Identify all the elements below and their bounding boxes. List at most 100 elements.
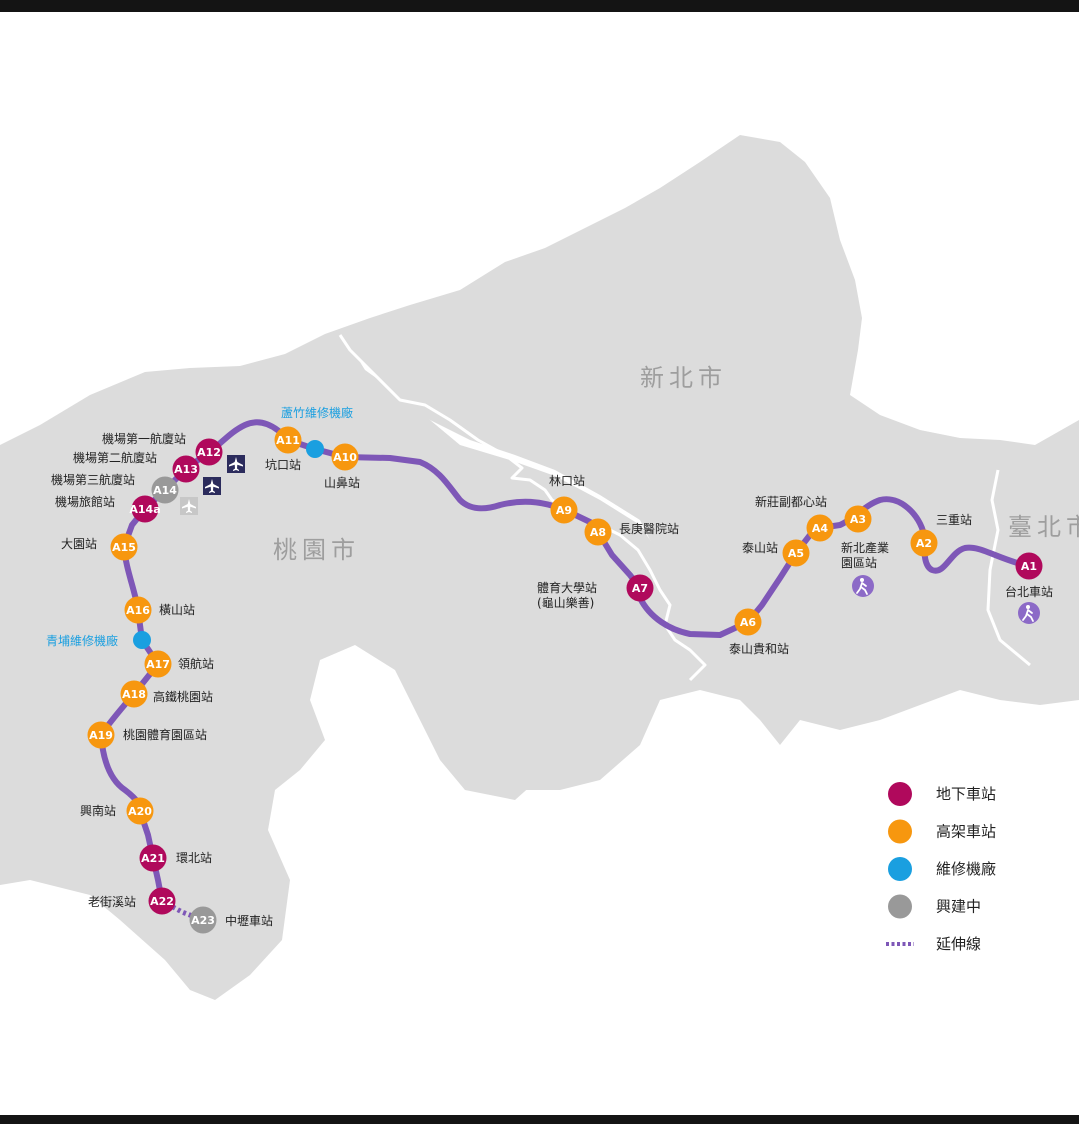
station-circle: [120, 680, 148, 708]
station-circle: [626, 574, 654, 602]
station-label-a16: 橫山站: [159, 603, 195, 617]
station-circle: [172, 455, 200, 483]
station-label-a15: 大園站: [61, 537, 97, 551]
station-label-a19: 桃園體育園區站: [123, 727, 207, 742]
station-marker-a14a: A14a: [129, 495, 161, 523]
station-marker-a10: A10: [331, 443, 359, 471]
station-label-a23: 中壢車站: [225, 913, 273, 928]
station-marker-a7: A7: [626, 574, 654, 602]
station-label-a5: 泰山站: [742, 541, 778, 555]
taipei-boundary: [986, 469, 1031, 667]
station-marker-a22: A22: [148, 887, 176, 915]
city-label-taipei: 臺北市: [1008, 513, 1079, 541]
station-code: A1: [1021, 560, 1037, 573]
station-circle: [148, 887, 176, 915]
station-circle: [87, 721, 115, 749]
legend-label: 維修機廠: [936, 860, 996, 878]
station-code: A15: [112, 541, 136, 554]
station-circle: [331, 443, 359, 471]
station-label-a20: 興南站: [80, 803, 116, 818]
station-circle: [806, 514, 834, 542]
airport-icons: [180, 455, 245, 515]
legend-label: 高架車站: [936, 823, 996, 841]
station-code: A14: [153, 484, 177, 497]
station-label-a4: 新莊副都心站: [755, 494, 827, 509]
depot-marker-qingpu: [133, 631, 151, 649]
station-marker-a11: A11: [274, 426, 302, 454]
station-marker-a18: A18: [120, 680, 148, 708]
station-marker-a14: A14: [151, 476, 179, 504]
station-marker-a4: A4: [806, 514, 834, 542]
legend-swatch: [888, 819, 912, 844]
station-label-a1: 台北車站: [1005, 584, 1053, 599]
legend-item-construction: 興建中: [888, 894, 981, 919]
legend-swatch: [888, 782, 912, 806]
station-circle: [110, 533, 138, 561]
city-label-new-taipei: 新北市: [640, 364, 727, 392]
station-circle: [550, 496, 578, 524]
walking-person-icon: [852, 575, 874, 597]
station-code: A4: [812, 522, 829, 535]
station-marker-a6: A6: [734, 608, 762, 636]
airplane-icon: [227, 455, 245, 473]
station-circle: [274, 426, 302, 454]
station-code: A23: [191, 914, 215, 927]
station-marker-a21: A21: [139, 844, 167, 872]
station-marker-a12: A12: [195, 438, 223, 466]
station-marker-a5: A5: [782, 539, 810, 567]
station-label-a18: 高鐵桃園站: [153, 689, 213, 704]
station-code: A9: [556, 504, 572, 517]
city-label-taoyuan: 桃園市: [273, 536, 360, 564]
station-circle: [1015, 552, 1043, 580]
depots: 蘆竹維修機廠 青埔維修機廠: [46, 405, 353, 649]
station-circle: [910, 529, 938, 557]
station-circle: [126, 797, 154, 825]
station-code: A10: [333, 451, 357, 464]
station-label-a3: 新北產業園區站: [841, 540, 889, 570]
station-marker-a1: A1: [1015, 552, 1043, 580]
legend-item-extension: 延伸線: [886, 935, 981, 953]
station-code: A21: [141, 852, 165, 865]
station-code: A11: [276, 434, 300, 447]
station-code: A16: [126, 604, 150, 617]
walking-person-icon: [1018, 602, 1040, 624]
station-marker-a13: A13: [172, 455, 200, 483]
station-label-a6: 泰山貴和站: [729, 642, 789, 656]
legend-item-underground: 地下車站: [888, 782, 996, 806]
station-circle: [151, 476, 179, 504]
station-circle: [195, 438, 223, 466]
station-code: A2: [916, 537, 932, 550]
transfer-icons: [852, 575, 1040, 624]
station-marker-a20: A20: [126, 797, 154, 825]
station-circle: [124, 596, 152, 624]
legend-item-elevated: 高架車站: [888, 819, 996, 844]
station-code: A22: [150, 895, 174, 908]
legend-item-depot: 維修機廠: [888, 857, 996, 881]
station-circle: [782, 539, 810, 567]
new-taipei-region: [325, 135, 1079, 790]
station-label-a14: 機場第三航廈站: [51, 472, 135, 487]
station-marker-a23: A23: [189, 906, 217, 934]
station-circle: [844, 505, 872, 533]
station-label-a11: 坑口站: [265, 457, 301, 472]
station-marker-a9: A9: [550, 496, 578, 524]
legend-label: 延伸線: [936, 935, 981, 953]
station-code: A3: [850, 513, 866, 526]
airplane-icon: [180, 497, 198, 515]
station-circle: [584, 518, 612, 546]
station-label-a22: 老街溪站: [88, 895, 136, 909]
station-marker-a16: A16: [124, 596, 152, 624]
station-code: A13: [174, 463, 198, 476]
depot-label-luzhu: 蘆竹維修機廠: [281, 405, 353, 420]
station-labels: 台北車站三重站新北產業園區站新莊副都心站泰山站泰山貴和站體育大學站(龜山樂善)長…: [51, 431, 1053, 928]
station-marker-a8: A8: [584, 518, 612, 546]
station-code: A6: [740, 616, 757, 629]
bottom-bar: [0, 1115, 1079, 1124]
station-label-a14a: 機場旅館站: [55, 494, 115, 509]
depot-label-qingpu: 青埔維修機廠: [46, 633, 118, 648]
station-circle: [189, 906, 217, 934]
